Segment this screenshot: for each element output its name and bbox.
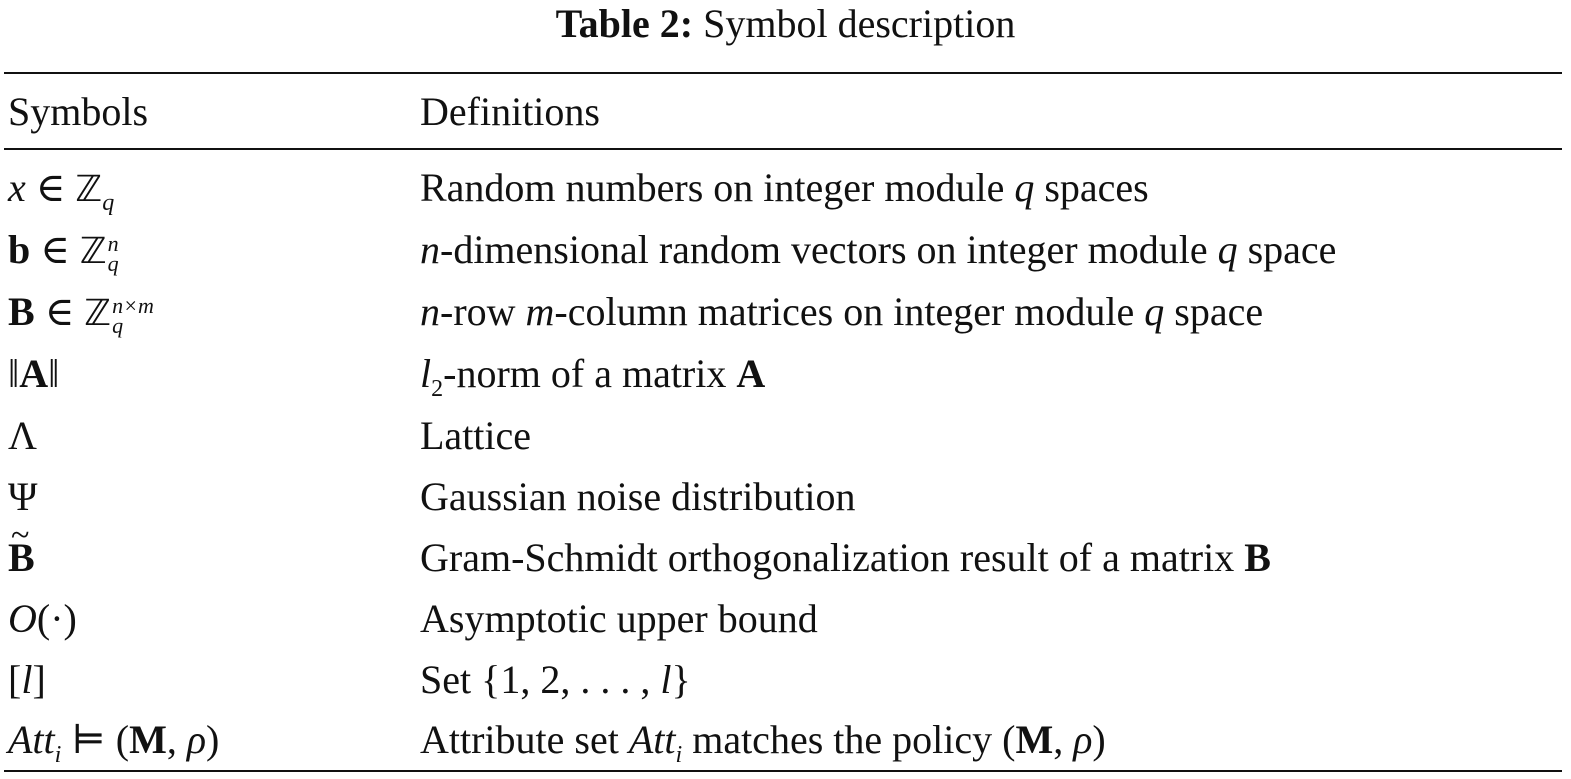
header-row: Symbols Definitions — [8, 82, 1558, 142]
caption-text: Symbol description — [703, 1, 1016, 46]
table-row: ~B Gram-Schmidt orthogonalization result… — [8, 517, 1558, 588]
definition-cell: Lattice — [420, 413, 532, 458]
definition-cell: Asymptotic upper bound — [420, 596, 818, 641]
symbol-cell: O(·) — [8, 596, 77, 641]
symbol-cell: Λ — [8, 413, 38, 458]
symbol-cell: Atti ⊨ (M, ρ) — [8, 717, 220, 768]
symbol-cell: [l] — [8, 657, 46, 702]
definition-cell: Set {1, 2, . . . , l} — [420, 657, 691, 702]
header-definitions: Definitions — [420, 89, 600, 134]
definition-cell: Attribute set Atti matches the policy (M… — [420, 717, 1106, 768]
header-rule — [4, 148, 1562, 150]
table-row: Ψ Gaussian noise distribution — [8, 467, 1558, 527]
table-row: x ∈ ℤq Random numbers on integer module … — [8, 158, 1558, 218]
table-row: Λ Lattice — [8, 406, 1558, 466]
definition-cell: n-row m-column matrices on integer modul… — [420, 289, 1264, 334]
symbol-cell: x ∈ ℤq — [8, 165, 115, 216]
definition-cell: Gaussian noise distribution — [420, 474, 856, 519]
definition-cell: Gram-Schmidt orthogonalization result of… — [420, 535, 1271, 580]
table-caption: Table 2: Symbol description — [0, 0, 1571, 48]
symbol-cell: ~B — [8, 517, 35, 580]
table-row: Atti ⊨ (M, ρ) Attribute set Atti matches… — [8, 710, 1558, 770]
definition-cell: n-dimensional random vectors on integer … — [420, 227, 1337, 272]
definition-cell: l2-norm of a matrix A — [420, 351, 766, 402]
header-symbols: Symbols — [8, 89, 149, 134]
bottom-rule — [4, 770, 1562, 772]
top-rule — [4, 72, 1562, 74]
table-row: ‖A‖ l2-norm of a matrix A — [8, 344, 1558, 404]
symbol-cell: ‖A‖ — [8, 351, 60, 396]
symbol-cell: Ψ — [8, 474, 38, 519]
table-row: O(·) Asymptotic upper bound — [8, 589, 1558, 649]
caption-label: Table 2: — [555, 1, 694, 46]
table-row: [l] Set {1, 2, . . . , l} — [8, 650, 1558, 710]
definition-cell: Random numbers on integer module q space… — [420, 165, 1149, 210]
